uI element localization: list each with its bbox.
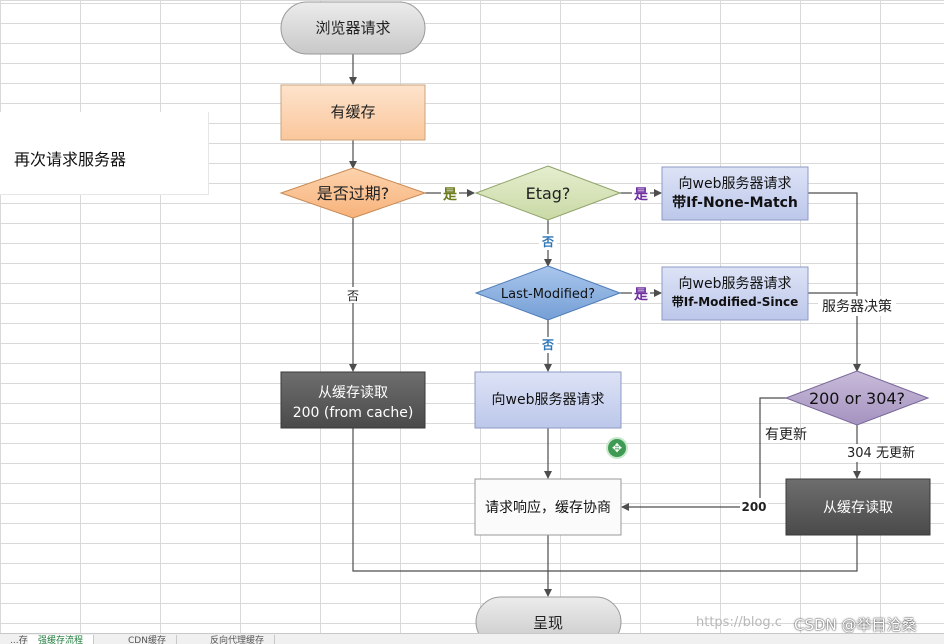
node-negotiate: [474, 478, 622, 536]
label-200: 200: [741, 500, 766, 514]
node-etag-request: [661, 166, 809, 221]
label-no-expired: 否: [347, 289, 359, 303]
node-last-modified: [474, 265, 622, 321]
edge-labels: 是 是 是 否 否 否 服务器决策 有更新 304 无更新 200: [344, 184, 919, 516]
node-has-cache: [280, 84, 426, 141]
credit-text: CSDN @举目沧桑: [794, 616, 917, 634]
label-has-update: 有更新: [765, 427, 807, 443]
node-browser-request: [280, 1, 426, 55]
node-last-modified-label: Last-Modified?: [501, 287, 595, 302]
edge-readcache2-to-render: [548, 535, 858, 572]
node-expired-label: 是否过期?: [317, 184, 390, 203]
side-note-text: 再次请求服务器: [14, 150, 127, 169]
sheet-tab-4[interactable]: 反向代理缓存: [200, 635, 276, 644]
sheet-tab-bar: ...存 强缓存流程 CDN缓存 反向代理缓存: [0, 633, 944, 644]
label-yes-etag: 是: [634, 187, 649, 203]
node-negotiate-label: 请求响应，缓存协商: [485, 499, 611, 516]
label-no-etag: 否: [541, 235, 554, 249]
node-lm-request-line2: 带If-Modified-Since: [672, 294, 799, 309]
node-expired: [279, 167, 427, 219]
node-read-cache: [280, 371, 426, 429]
node-read-cache-line2: 200 (from cache): [293, 405, 414, 421]
node-etag-request-line2: 带If-None-Match: [672, 195, 798, 211]
node-status-check-label: 200 or 304?: [809, 389, 905, 408]
edge-etag-request-to-status: [808, 192, 861, 372]
node-read-cache-2-label: 从缓存读取: [823, 499, 893, 516]
move-cursor-icon: ✥: [606, 437, 628, 459]
node-lm-request: [661, 266, 809, 321]
label-yes-lm: 是: [634, 287, 649, 303]
node-etag-label: Etag?: [526, 184, 571, 203]
node-read-cache-line1: 从缓存读取: [318, 384, 388, 401]
node-read-cache-2: [785, 478, 931, 536]
watermark-text: https://blog.c: [696, 615, 782, 630]
node-status-check: [784, 370, 930, 426]
edge-readcache-to-render: [352, 428, 548, 572]
node-render-label: 呈现: [533, 614, 563, 632]
side-note-cell: [0, 112, 209, 195]
label-yes-expired: 是: [443, 187, 458, 203]
node-render: [475, 596, 622, 643]
label-no-lm: 否: [541, 338, 554, 352]
node-web-request-label: 向web服务器请求: [492, 392, 605, 408]
node-web-request: [474, 371, 622, 429]
node-lm-request-line1: 向web服务器请求: [679, 276, 792, 292]
node-etag: [474, 165, 622, 221]
node-browser-request-label: 浏览器请求: [315, 19, 390, 37]
label-no-update: 304 无更新: [847, 445, 915, 461]
node-has-cache-label: 有缓存: [330, 103, 375, 121]
label-server-decides: 服务器决策: [822, 298, 892, 315]
sheet-tab-3[interactable]: CDN缓存: [118, 635, 177, 644]
node-etag-request-line1: 向web服务器请求: [679, 176, 792, 192]
edge-status-to-negotiate: [621, 397, 788, 511]
sheet-tab-2[interactable]: 强缓存流程: [28, 635, 95, 644]
